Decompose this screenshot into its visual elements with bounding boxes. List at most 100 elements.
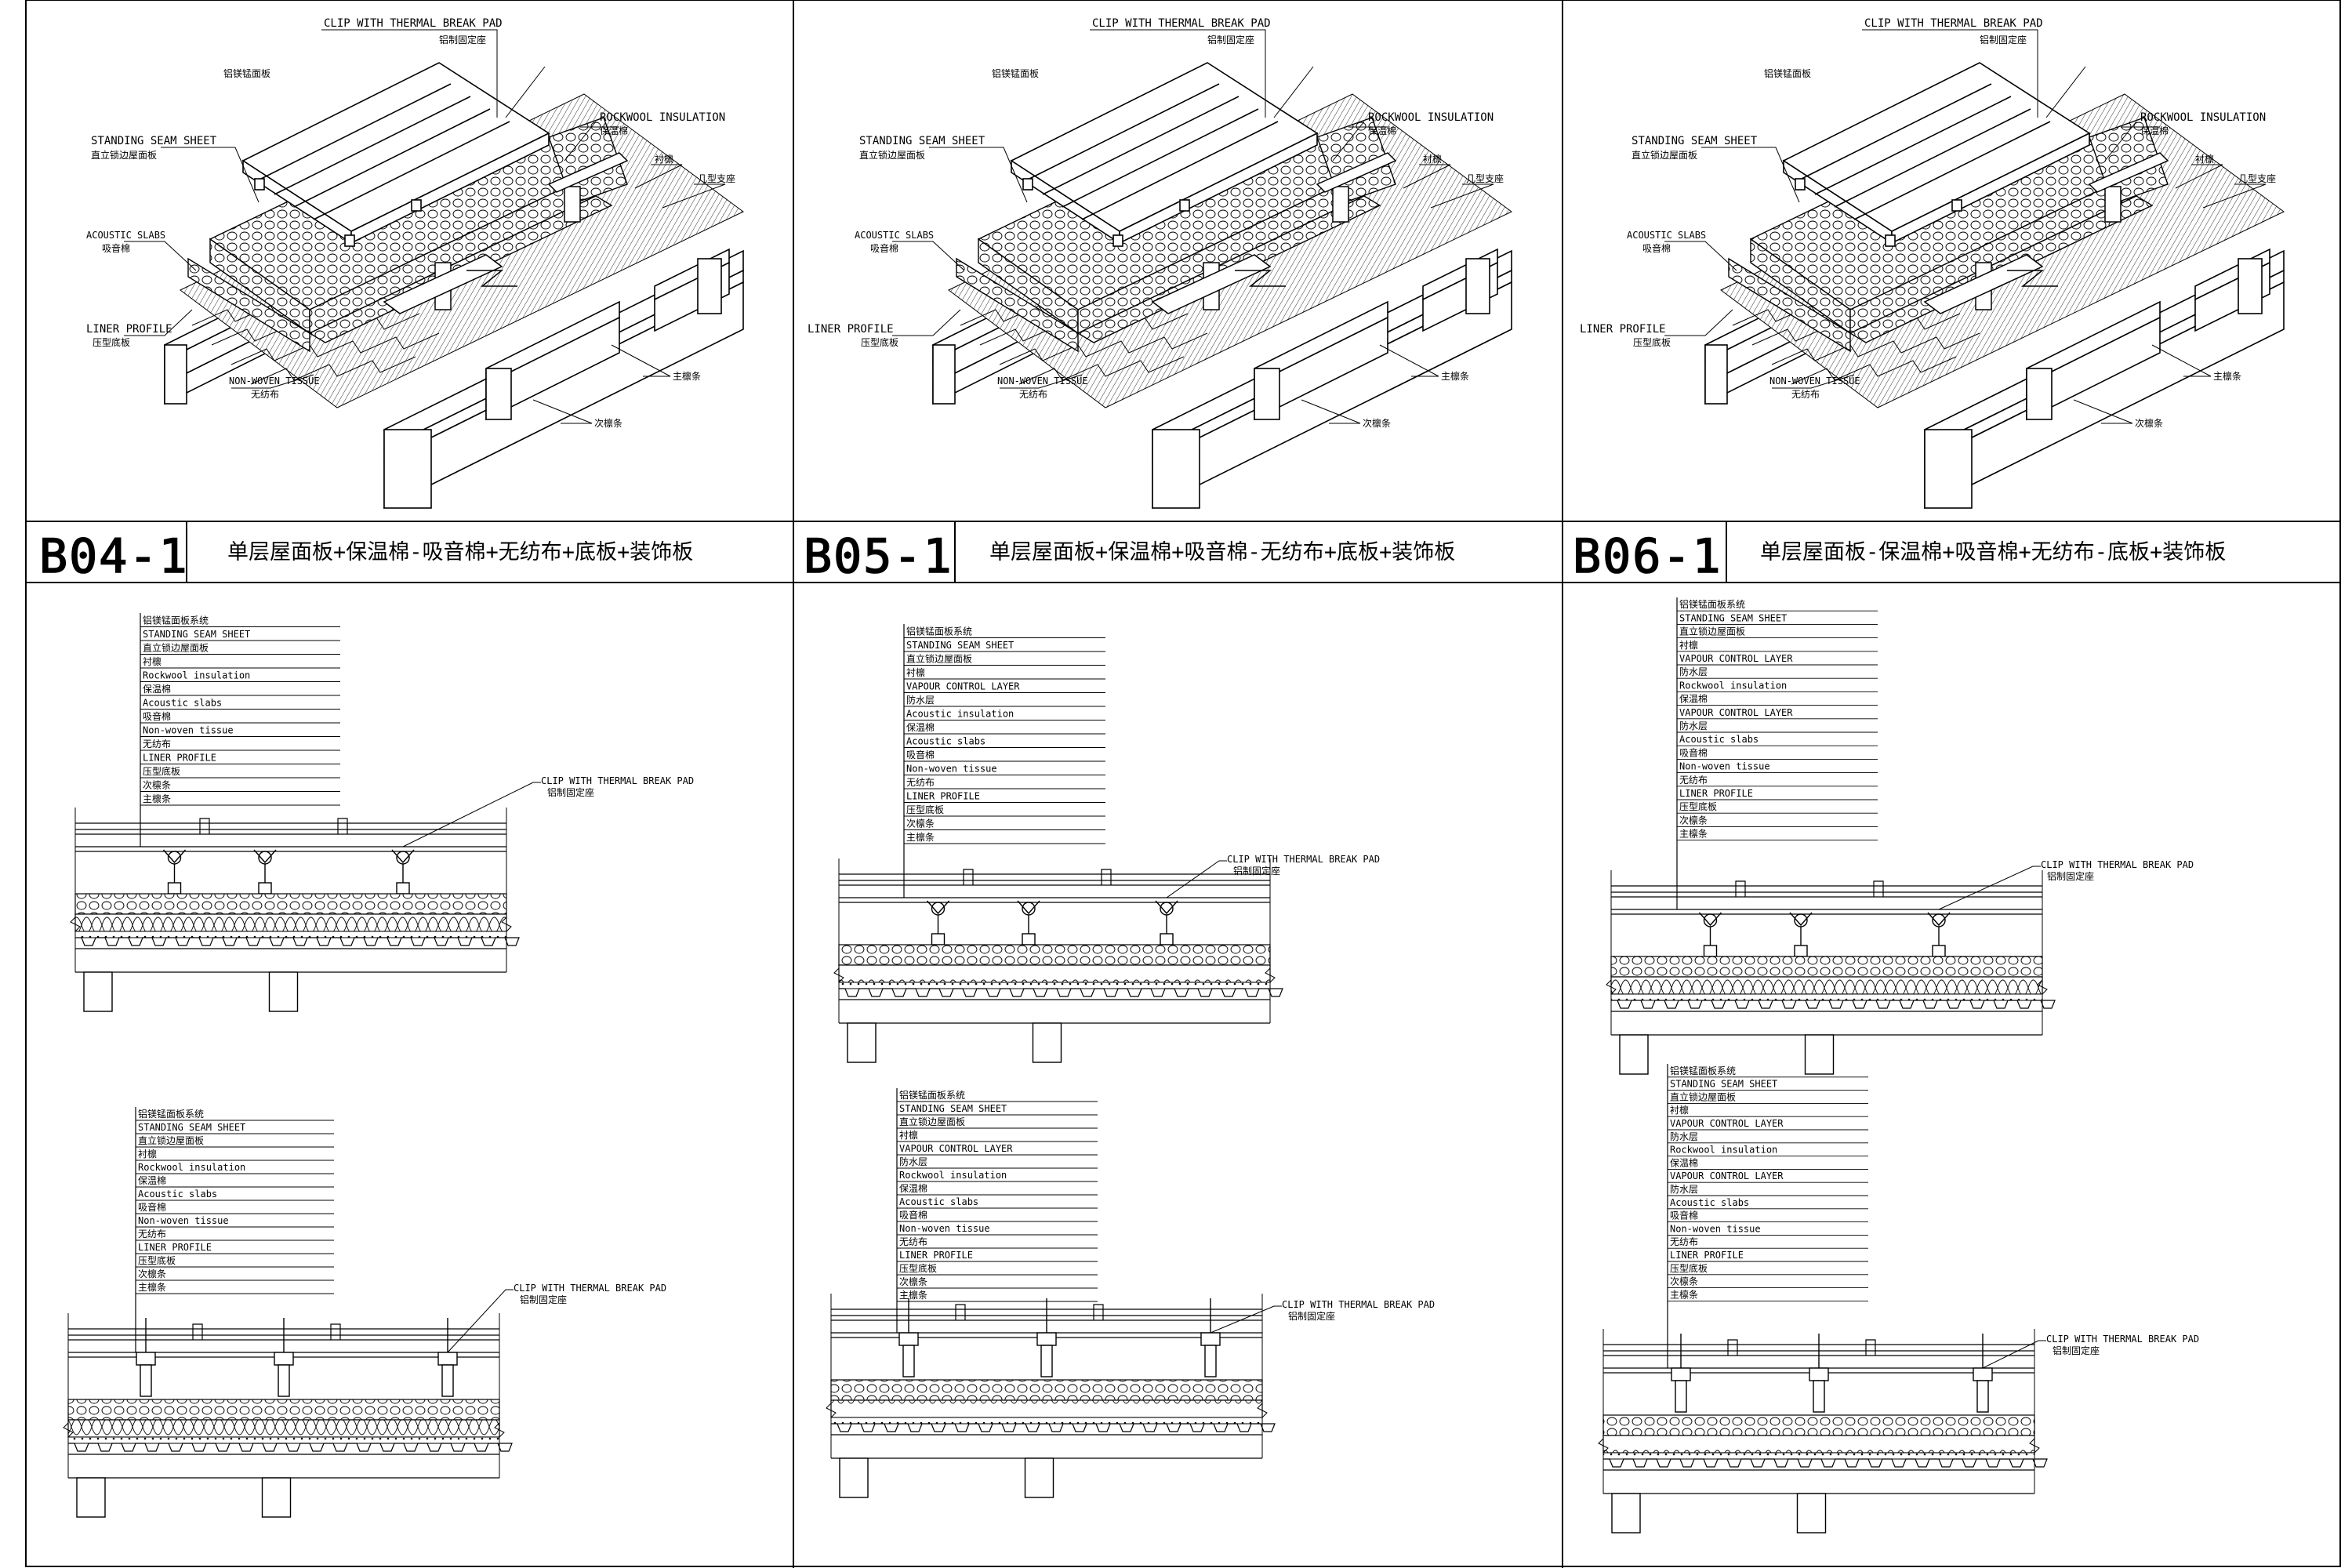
iso-label-rockwool-cn: 保温棉 bbox=[2140, 125, 2169, 136]
break-line bbox=[63, 1313, 74, 1478]
legend-layer-label: STANDING SEAM SHEET bbox=[138, 1122, 245, 1133]
break-line bbox=[1606, 870, 1617, 1035]
clip-label-en: CLIP WITH THERMAL BREAK PAD bbox=[2046, 1334, 2199, 1345]
iso-label-clip-en: CLIP WITH THERMAL BREAK PAD bbox=[324, 17, 503, 30]
standing-seam bbox=[963, 869, 974, 885]
liner-profile bbox=[1603, 1458, 2048, 1468]
clip-assembly bbox=[437, 1318, 458, 1397]
legend-layer-label: 铝镁锰面板系统 bbox=[899, 1089, 965, 1101]
break-line bbox=[501, 808, 512, 972]
legend-layer-label: 压型底板 bbox=[1670, 1262, 1708, 1274]
rockwool-layer bbox=[830, 1379, 1263, 1401]
iso-label-clip-support-cn: 几型支座 bbox=[2238, 172, 2276, 184]
standing-seam bbox=[1873, 880, 1884, 897]
iso-label-liner-cn: 压型底板 bbox=[861, 336, 898, 348]
clip-label-en: CLIP WITH THERMAL BREAK PAD bbox=[2041, 859, 2194, 870]
break-line bbox=[2037, 870, 2048, 1035]
standing-seam bbox=[1865, 1339, 1876, 1356]
clip-assembly bbox=[1698, 912, 1722, 957]
purlin-section bbox=[847, 1022, 877, 1063]
iso-label-tissue-cn: 无纺布 bbox=[251, 389, 279, 400]
purlin-section bbox=[1619, 1034, 1649, 1075]
acoustic-layer bbox=[830, 1399, 1263, 1418]
legend-layer-label: 无纺布 bbox=[899, 1236, 927, 1247]
iso-roof-sheet bbox=[1782, 62, 2091, 247]
legend-layer-label: LINER PROFILE bbox=[1670, 1250, 1744, 1261]
iso-label-tissue-en: NON-WOVEN TISSUE bbox=[229, 376, 320, 387]
clip-label-cn: 铝制固定座 bbox=[1288, 1310, 1335, 1322]
iso-label-primary-cn: 主檩条 bbox=[673, 370, 701, 382]
legend-layer-label: 次檩条 bbox=[1670, 1276, 1698, 1287]
iso-label-rockwool-en: ROCKWOOL INSULATION bbox=[600, 111, 725, 124]
purlin-section bbox=[261, 1477, 292, 1518]
legend-layer-label: Acoustic slabs bbox=[1679, 734, 1759, 745]
iso-label-liner-en: LINER PROFILE bbox=[808, 323, 894, 336]
break-line bbox=[826, 1294, 837, 1458]
iso-label-acoustic-cn: 吸音棉 bbox=[870, 242, 898, 254]
iso-label-spacer-cn: 衬檩 bbox=[2195, 153, 2214, 165]
acoustic-layer bbox=[838, 964, 1271, 983]
legend-layer-label: 铝镁锰面板系统 bbox=[143, 615, 209, 626]
legend-layer-label: 衬檩 bbox=[1670, 1104, 1689, 1116]
iso-label-clip-en: CLIP WITH THERMAL BREAK PAD bbox=[1092, 17, 1271, 30]
sheet-frame bbox=[25, 0, 2341, 1568]
rockwool-layer bbox=[1610, 956, 2043, 978]
iso-label-clip-cn: 铝制固定座 bbox=[439, 34, 486, 45]
tissue-layer bbox=[1610, 993, 2043, 1001]
legend-layer-label: 压型底板 bbox=[1679, 800, 1717, 812]
clip-assembly bbox=[274, 1318, 294, 1397]
clip-leader bbox=[402, 782, 541, 848]
liner-profile bbox=[839, 988, 1283, 997]
clip-assembly bbox=[1789, 912, 1813, 957]
legend-layer-label: Rockwool insulation bbox=[143, 670, 250, 681]
legend-layer-label: 吸音棉 bbox=[906, 749, 935, 760]
legend-layer-label: 直立锁边屋面板 bbox=[906, 653, 972, 665]
legend-layer-label: Non-woven tissue bbox=[1679, 761, 1770, 772]
legend-layer-label: 主檩条 bbox=[906, 831, 935, 843]
panel-b06-isometric: CLIP WITH THERMAL BREAK PAD 铝制固定座 铝镁锰面板 … bbox=[1580, 17, 2285, 510]
standing-seam bbox=[1101, 869, 1112, 885]
legend-layer-label: 直立锁边屋面板 bbox=[138, 1134, 204, 1146]
iso-label-clip-en: CLIP WITH THERMAL BREAK PAD bbox=[1864, 17, 2043, 30]
iso-label-liner-en: LINER PROFILE bbox=[86, 323, 172, 336]
rockwool-layer bbox=[838, 944, 1271, 966]
legend-layer-label: VAPOUR CONTROL LAYER bbox=[1670, 1171, 1784, 1181]
legend-layer-label: 压型底板 bbox=[143, 765, 180, 777]
legend-layer-label: Acoustic slabs bbox=[899, 1196, 978, 1207]
legend-layer-label: 无纺布 bbox=[1679, 775, 1708, 786]
iso-label-acoustic-en: ACOUSTIC SLABS bbox=[855, 230, 934, 241]
panel-b05-isometric: CLIP WITH THERMAL BREAK PAD 铝制固定座 铝镁锰面板 … bbox=[808, 17, 1512, 510]
legend-layer-label: 保温棉 bbox=[143, 684, 171, 695]
detail-title-b04: 单层屋面板+保温棉-吸音棉+无纺布+底板+装饰板 bbox=[227, 540, 693, 564]
iso-label-standing-cn: 直立锁边屋面板 bbox=[1632, 149, 1697, 161]
legend-layer-label: Rockwool insulation bbox=[138, 1162, 245, 1173]
legend-layer-label: VAPOUR CONTROL LAYER bbox=[1679, 653, 1793, 664]
purlin-section bbox=[1032, 1022, 1062, 1063]
iso-label-acoustic-cn: 吸音棉 bbox=[1642, 242, 1671, 254]
clip-label-en: CLIP WITH THERMAL BREAK PAD bbox=[1227, 854, 1380, 865]
break-line bbox=[494, 1313, 505, 1478]
standing-seam bbox=[192, 1323, 203, 1340]
iso-label-primary-cn: 主檩条 bbox=[2213, 370, 2241, 382]
detail-code-b05: B05-1 bbox=[804, 529, 953, 584]
standing-seam bbox=[330, 1323, 341, 1340]
clip-assembly bbox=[1927, 912, 1951, 957]
iso-label-clip-cn: 铝制固定座 bbox=[1207, 34, 1254, 45]
legend-layer-label: Non-woven tissue bbox=[143, 725, 234, 736]
legend-layer-label: Non-woven tissue bbox=[1670, 1223, 1761, 1234]
legend-layer-label: Acoustic slabs bbox=[143, 698, 222, 709]
break-line bbox=[1265, 858, 1276, 1023]
legend-layer-label: 无纺布 bbox=[138, 1229, 166, 1240]
clip-label-en: CLIP WITH THERMAL BREAK PAD bbox=[514, 1283, 666, 1294]
clip-leader bbox=[1166, 860, 1227, 898]
legend-layer-label: 吸音棉 bbox=[899, 1209, 927, 1221]
detail-title-b05: 单层屋面板+保温棉+吸音棉-无纺布+底板+装饰板 bbox=[989, 540, 1455, 564]
acoustic-layer bbox=[74, 913, 507, 932]
title-strip: B04-1 单层屋面板+保温棉-吸音棉+无纺布+底板+装饰板 B05-1 单层屋… bbox=[38, 528, 2226, 585]
legend-layer-label: 衬檩 bbox=[906, 666, 925, 678]
legend-layer-label: 防水层 bbox=[1670, 1183, 1698, 1195]
